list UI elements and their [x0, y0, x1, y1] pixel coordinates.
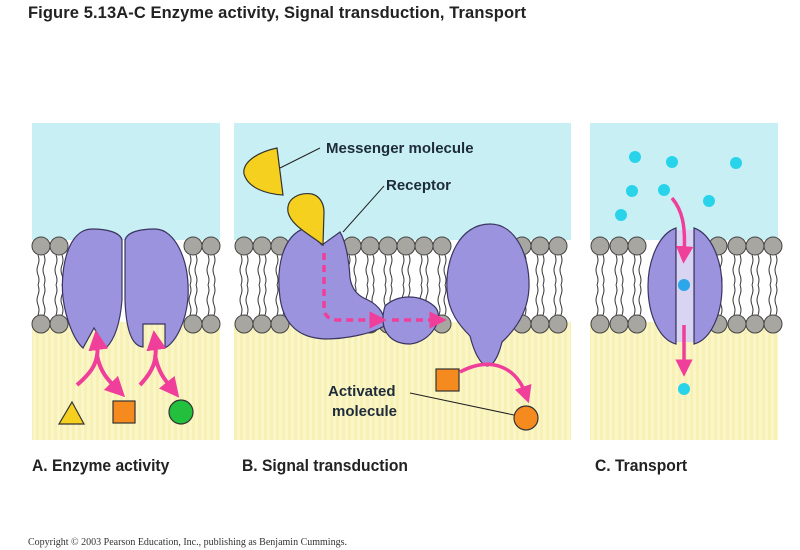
messenger-callout-line: [279, 147, 321, 169]
panel-a-label: A. Enzyme activity: [32, 456, 170, 475]
receptor-label: Receptor: [386, 177, 451, 194]
inactive-molecule-square: [435, 368, 460, 392]
bound-messenger-molecule: [287, 193, 325, 247]
substrate-triangle: [57, 400, 86, 425]
activated-molecule-circle: [513, 405, 539, 431]
extracellular-region: [32, 123, 220, 240]
channel-protein: [647, 227, 723, 345]
figure-title: Figure 5.13A-C Enzyme activity, Signal t…: [28, 4, 527, 22]
transport-arrow-in: [670, 196, 694, 264]
reaction-arrow-2: [95, 354, 126, 398]
activated-molecule-label-line2: molecule: [332, 403, 397, 420]
panel-b-signal-transduction: Messenger molecule Receptor Activated mo…: [234, 123, 571, 440]
product-circle: [168, 399, 194, 425]
receptor-callout-line: [342, 185, 385, 233]
messenger-molecule: [243, 147, 284, 196]
enzyme-protein-left: [61, 228, 123, 349]
activation-arrow: [459, 362, 532, 404]
panel-c-label: C. Transport: [595, 456, 688, 475]
activated-callout-line: [409, 392, 515, 416]
substrate-square: [112, 400, 136, 424]
enzyme-protein-right: [124, 228, 189, 350]
messenger-molecule-label: Messenger molecule: [326, 140, 474, 157]
reaction-arrow-3: [138, 330, 167, 387]
activated-molecule-label-line1: Activated: [328, 383, 396, 400]
solute-molecules: [615, 151, 742, 395]
copyright-notice: Copyright © 2003 Pearson Education, Inc.…: [28, 537, 347, 548]
panel-a-enzyme-activity: [31, 123, 221, 440]
panel-b-label: B. Signal transduction: [242, 456, 408, 475]
panel-c-transport: [590, 123, 783, 440]
reaction-arrow-1: [75, 330, 109, 387]
signal-path-arrow-1: [322, 253, 387, 329]
reaction-arrow-4: [153, 354, 180, 398]
